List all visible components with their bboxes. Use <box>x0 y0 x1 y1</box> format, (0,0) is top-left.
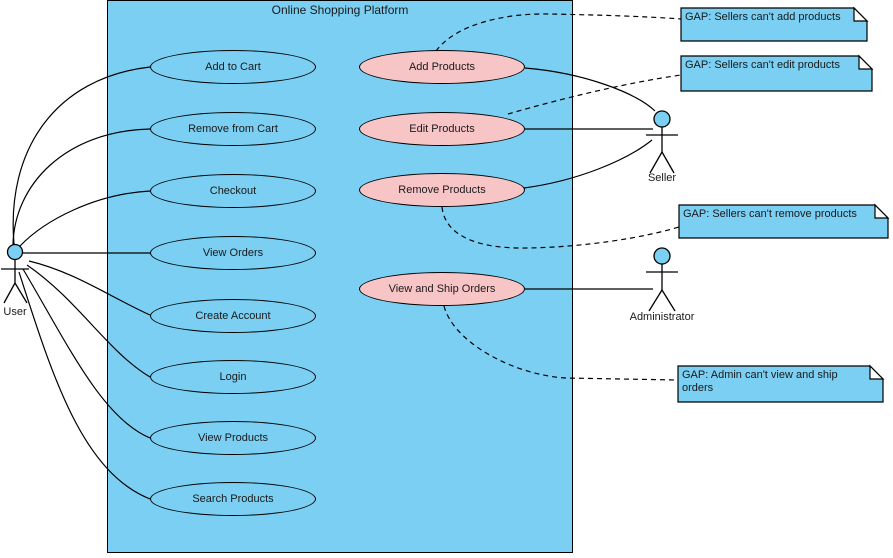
note-gap-sellers-add-products[interactable]: GAP: Sellers can't add products <box>685 11 841 23</box>
note-shape-sellers-edit <box>680 54 874 92</box>
usecase-edit-products[interactable]: Edit Products <box>359 112 525 146</box>
anchor-note-view-ship-orders[interactable] <box>443 305 679 381</box>
usecase-add-to-cart[interactable]: Add to Cart <box>150 50 316 84</box>
usecase-label: Remove Products <box>398 184 486 196</box>
usecase-label: Add Products <box>408 61 476 73</box>
usecase-label: View Products <box>197 432 269 444</box>
note-gap-sellers-edit-products[interactable]: GAP: Sellers can't edit products <box>685 59 840 71</box>
usecase-search-products[interactable]: Search Products <box>150 482 316 516</box>
edge-user-create-account[interactable] <box>28 260 151 316</box>
usecase-add-products[interactable]: Add Products <box>359 50 525 84</box>
edge-user-checkout[interactable] <box>19 190 151 247</box>
edge-user-search-products[interactable] <box>18 271 151 500</box>
administrator-actor-label: Administrator <box>629 311 695 323</box>
anchor-note-add-products[interactable] <box>435 13 682 52</box>
note-gap-admin-view-ship-orders[interactable]: GAP: Admin can't view and ship orders <box>682 369 838 394</box>
administrator-actor-figure[interactable] <box>646 247 678 312</box>
user-actor-figure[interactable] <box>1 243 29 304</box>
usecase-view-orders[interactable]: View Orders <box>150 236 316 270</box>
usecase-view-and-ship-orders[interactable]: View and Ship Orders <box>359 272 525 306</box>
usecase-checkout[interactable]: Checkout <box>150 174 316 208</box>
edge-user-remove-from-cart[interactable] <box>12 128 151 246</box>
usecase-label: Add to Cart <box>205 61 261 73</box>
anchor-note-remove-products[interactable] <box>441 206 680 249</box>
edge-user-view-products[interactable] <box>22 268 151 439</box>
note-shape-sellers-remove <box>678 203 890 239</box>
usecase-label: View and Ship Orders <box>388 283 496 295</box>
edge-seller-add-products[interactable] <box>524 67 656 112</box>
usecase-label: Checkout <box>209 185 257 197</box>
usecase-label: Edit Products <box>409 123 475 135</box>
usecase-label: Search Products <box>192 493 274 505</box>
anchor-note-edit-products[interactable] <box>507 74 682 115</box>
usecase-create-account[interactable]: Create Account <box>150 299 316 333</box>
usecase-label: Create Account <box>195 310 271 322</box>
usecase-view-products[interactable]: View Products <box>150 421 316 455</box>
edge-user-login[interactable] <box>26 264 151 378</box>
seller-actor-label: Seller <box>647 172 677 184</box>
system-boundary-title: Online Shopping Platform <box>271 3 409 17</box>
note-shape-sellers-add <box>680 6 869 42</box>
usecase-remove-from-cart[interactable]: Remove from Cart <box>150 112 316 146</box>
usecase-remove-products[interactable]: Remove Products <box>359 173 525 207</box>
edge-user-add-to-cart[interactable] <box>12 66 151 245</box>
user-actor-label: User <box>3 306 27 318</box>
usecase-login[interactable]: Login <box>150 360 316 394</box>
note-shape-admin-view-ship <box>677 364 885 403</box>
usecase-label: View Orders <box>202 247 264 259</box>
seller-actor-figure[interactable] <box>646 110 678 174</box>
usecase-label: Remove from Cart <box>188 123 278 135</box>
edge-seller-remove-products[interactable] <box>523 139 653 189</box>
usecase-label: Login <box>219 371 247 383</box>
note-gap-sellers-remove-products[interactable]: GAP: Sellers can't remove products <box>683 208 857 220</box>
